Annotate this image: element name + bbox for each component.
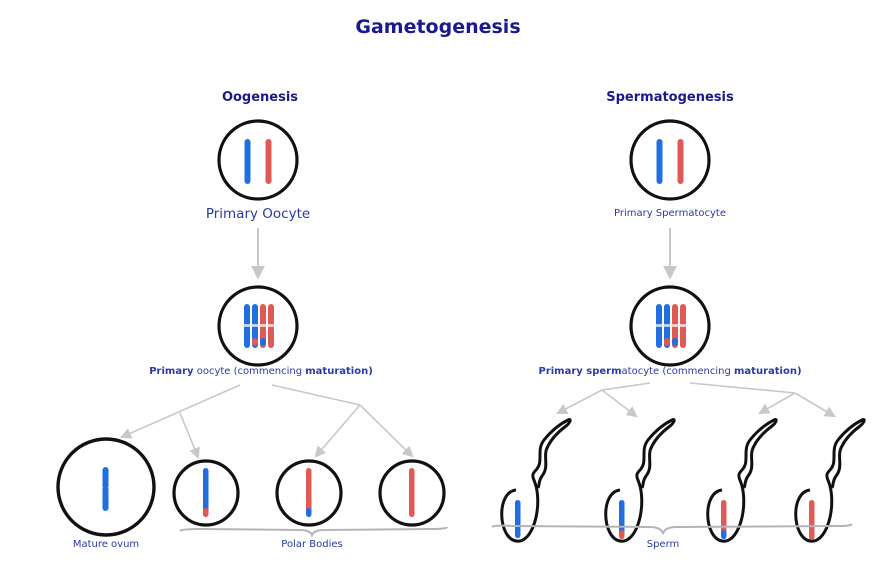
- maturing-spermatocyte-label: Primary spermatocyte (commencing maturat…: [510, 366, 830, 377]
- primary-oocyte-cell: [217, 119, 299, 201]
- chromosome-maternal: [656, 139, 663, 184]
- arrow-to-sperm-1: [556, 389, 603, 415]
- chromosome-tip: [721, 530, 727, 539]
- crossover-segment: [672, 338, 678, 346]
- crossover-segment: [260, 338, 266, 346]
- primary-spermatocyte-label: Primary Spermatocyte: [613, 208, 726, 219]
- arrow-to-ovum: [119, 384, 241, 439]
- crossover-segment: [664, 338, 670, 346]
- primary-oocyte-label: Primary Oocyte: [205, 206, 311, 222]
- chromosome-tip: [203, 508, 209, 517]
- arrow-to-sperm-3: [758, 392, 796, 415]
- chromosome: [102, 467, 109, 489]
- diagram-title: Gametogenesis: [355, 16, 521, 38]
- sperm-cell-3: [706, 418, 778, 543]
- label-part: Primary sperm: [538, 366, 622, 377]
- label-part: Primary: [149, 366, 194, 377]
- spermatogenesis-branch-arrows: [556, 382, 836, 418]
- chromosome: [721, 500, 727, 538]
- arrow-to-polar-body-3: [359, 404, 414, 458]
- chromosome-paternal: [265, 139, 272, 184]
- arrow-branch-right: [689, 382, 796, 394]
- chromosome-tip: [306, 508, 312, 517]
- chromosome: [102, 486, 109, 511]
- chromosome: [515, 500, 521, 522]
- chromosome-maternal: [244, 138, 251, 184]
- maturing-oocyte-cell: [217, 285, 299, 367]
- label-part: maturation): [734, 366, 802, 377]
- arrow-to-polar-body-1: [179, 412, 200, 460]
- mature-ovum-cell: [56, 437, 156, 537]
- chromosome-tip: [619, 530, 625, 539]
- chromosome: [409, 468, 415, 517]
- chromosome-paternal: [677, 139, 684, 184]
- arrow-to-polar-body-2: [314, 404, 361, 458]
- oogenesis-heading: Oogenesis: [221, 90, 299, 105]
- chromosome: [619, 500, 625, 538]
- sperm-brace: [491, 523, 853, 536]
- sperm-cell-2: [604, 418, 676, 543]
- arrow-to-sperm-4: [794, 392, 836, 418]
- label-part: atocyte (commencing: [621, 366, 734, 377]
- maturing-spermatocyte-cell: [629, 285, 711, 367]
- chromosome: [203, 468, 209, 516]
- chromosome: [306, 468, 312, 516]
- arrow-branch-left: [601, 382, 651, 391]
- label-part: maturation): [305, 366, 373, 377]
- mature-ovum-label: Mature ovum: [72, 539, 140, 550]
- centromere: [241, 324, 277, 327]
- chromosome: [809, 500, 815, 540]
- sperm-cell-1: [500, 418, 572, 543]
- polar-bodies-brace: [179, 526, 448, 538]
- crossover-segment: [252, 338, 258, 346]
- polar-bodies-label: Polar Bodies: [281, 539, 343, 550]
- oogenesis-branch-arrows: [119, 384, 414, 460]
- polar-body-3: [378, 459, 446, 527]
- chromosome: [515, 518, 521, 538]
- arrow-to-sperm-2: [601, 389, 638, 418]
- centromere: [653, 324, 689, 327]
- primary-spermatocyte-cell: [629, 119, 711, 201]
- polar-body-1: [172, 459, 240, 527]
- label-part: oocyte (commencing: [193, 366, 306, 377]
- arrow-branch-right: [271, 384, 361, 406]
- sperm-cell-4: [794, 418, 866, 543]
- cell-membrane: [217, 119, 299, 201]
- maturing-oocyte-label: Primary oocyte (commencing maturation): [126, 366, 396, 377]
- cell-membrane: [629, 119, 711, 201]
- sperm-label: Sperm: [646, 539, 680, 550]
- spermatogenesis-heading: Spermatogenesis: [606, 90, 734, 105]
- polar-body-2: [275, 459, 343, 527]
